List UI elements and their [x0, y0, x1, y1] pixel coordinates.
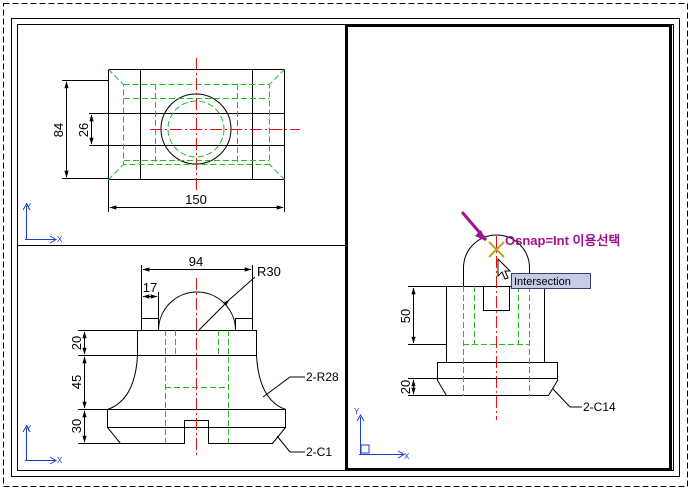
ucs-x-top: X	[57, 235, 63, 244]
front-leader-chamfer: 2-C1	[306, 445, 332, 459]
ucs-icon-side	[356, 414, 405, 459]
ucs-x-side: X	[404, 452, 410, 461]
front-dim-45: 45	[69, 375, 84, 389]
front-dim-30: 30	[69, 419, 84, 433]
top-dim-26: 26	[76, 123, 91, 137]
top-dim-150: 150	[185, 192, 207, 207]
ucs-x-front: X	[57, 456, 63, 465]
ucs-y-front: Y	[26, 424, 32, 433]
side-dim-20: 20	[398, 380, 413, 394]
ucs-icon-front	[22, 425, 57, 465]
front-view: 94 17 R30 20 45 30 2-R28 2-C1	[69, 254, 339, 459]
side-leader-chamfer: 2-C14	[583, 400, 616, 414]
front-leader-fillet: 2-R28	[306, 370, 339, 384]
cursor-icon	[497, 257, 512, 280]
top-dim-84: 84	[51, 123, 66, 137]
intersection-tooltip: Intersection	[511, 273, 591, 289]
ucs-y-side: Y	[354, 407, 360, 416]
front-dim-20: 20	[69, 336, 84, 350]
osnap-annotation: Osnap=Int 이용선택	[505, 233, 621, 248]
ucs-y-top: Y	[26, 202, 32, 211]
top-view: 84 26 150	[51, 58, 300, 212]
front-dim-r30: R30	[257, 264, 281, 279]
ucs-icon-top	[22, 203, 57, 244]
front-dim-17: 17	[143, 280, 157, 295]
active-viewport[interactable]	[345, 24, 672, 471]
side-dim-50: 50	[398, 309, 413, 323]
osnap-intersection-marker	[460, 211, 505, 258]
side-view: 50 20 2-C14	[398, 234, 616, 420]
front-dim-94: 94	[189, 254, 203, 269]
